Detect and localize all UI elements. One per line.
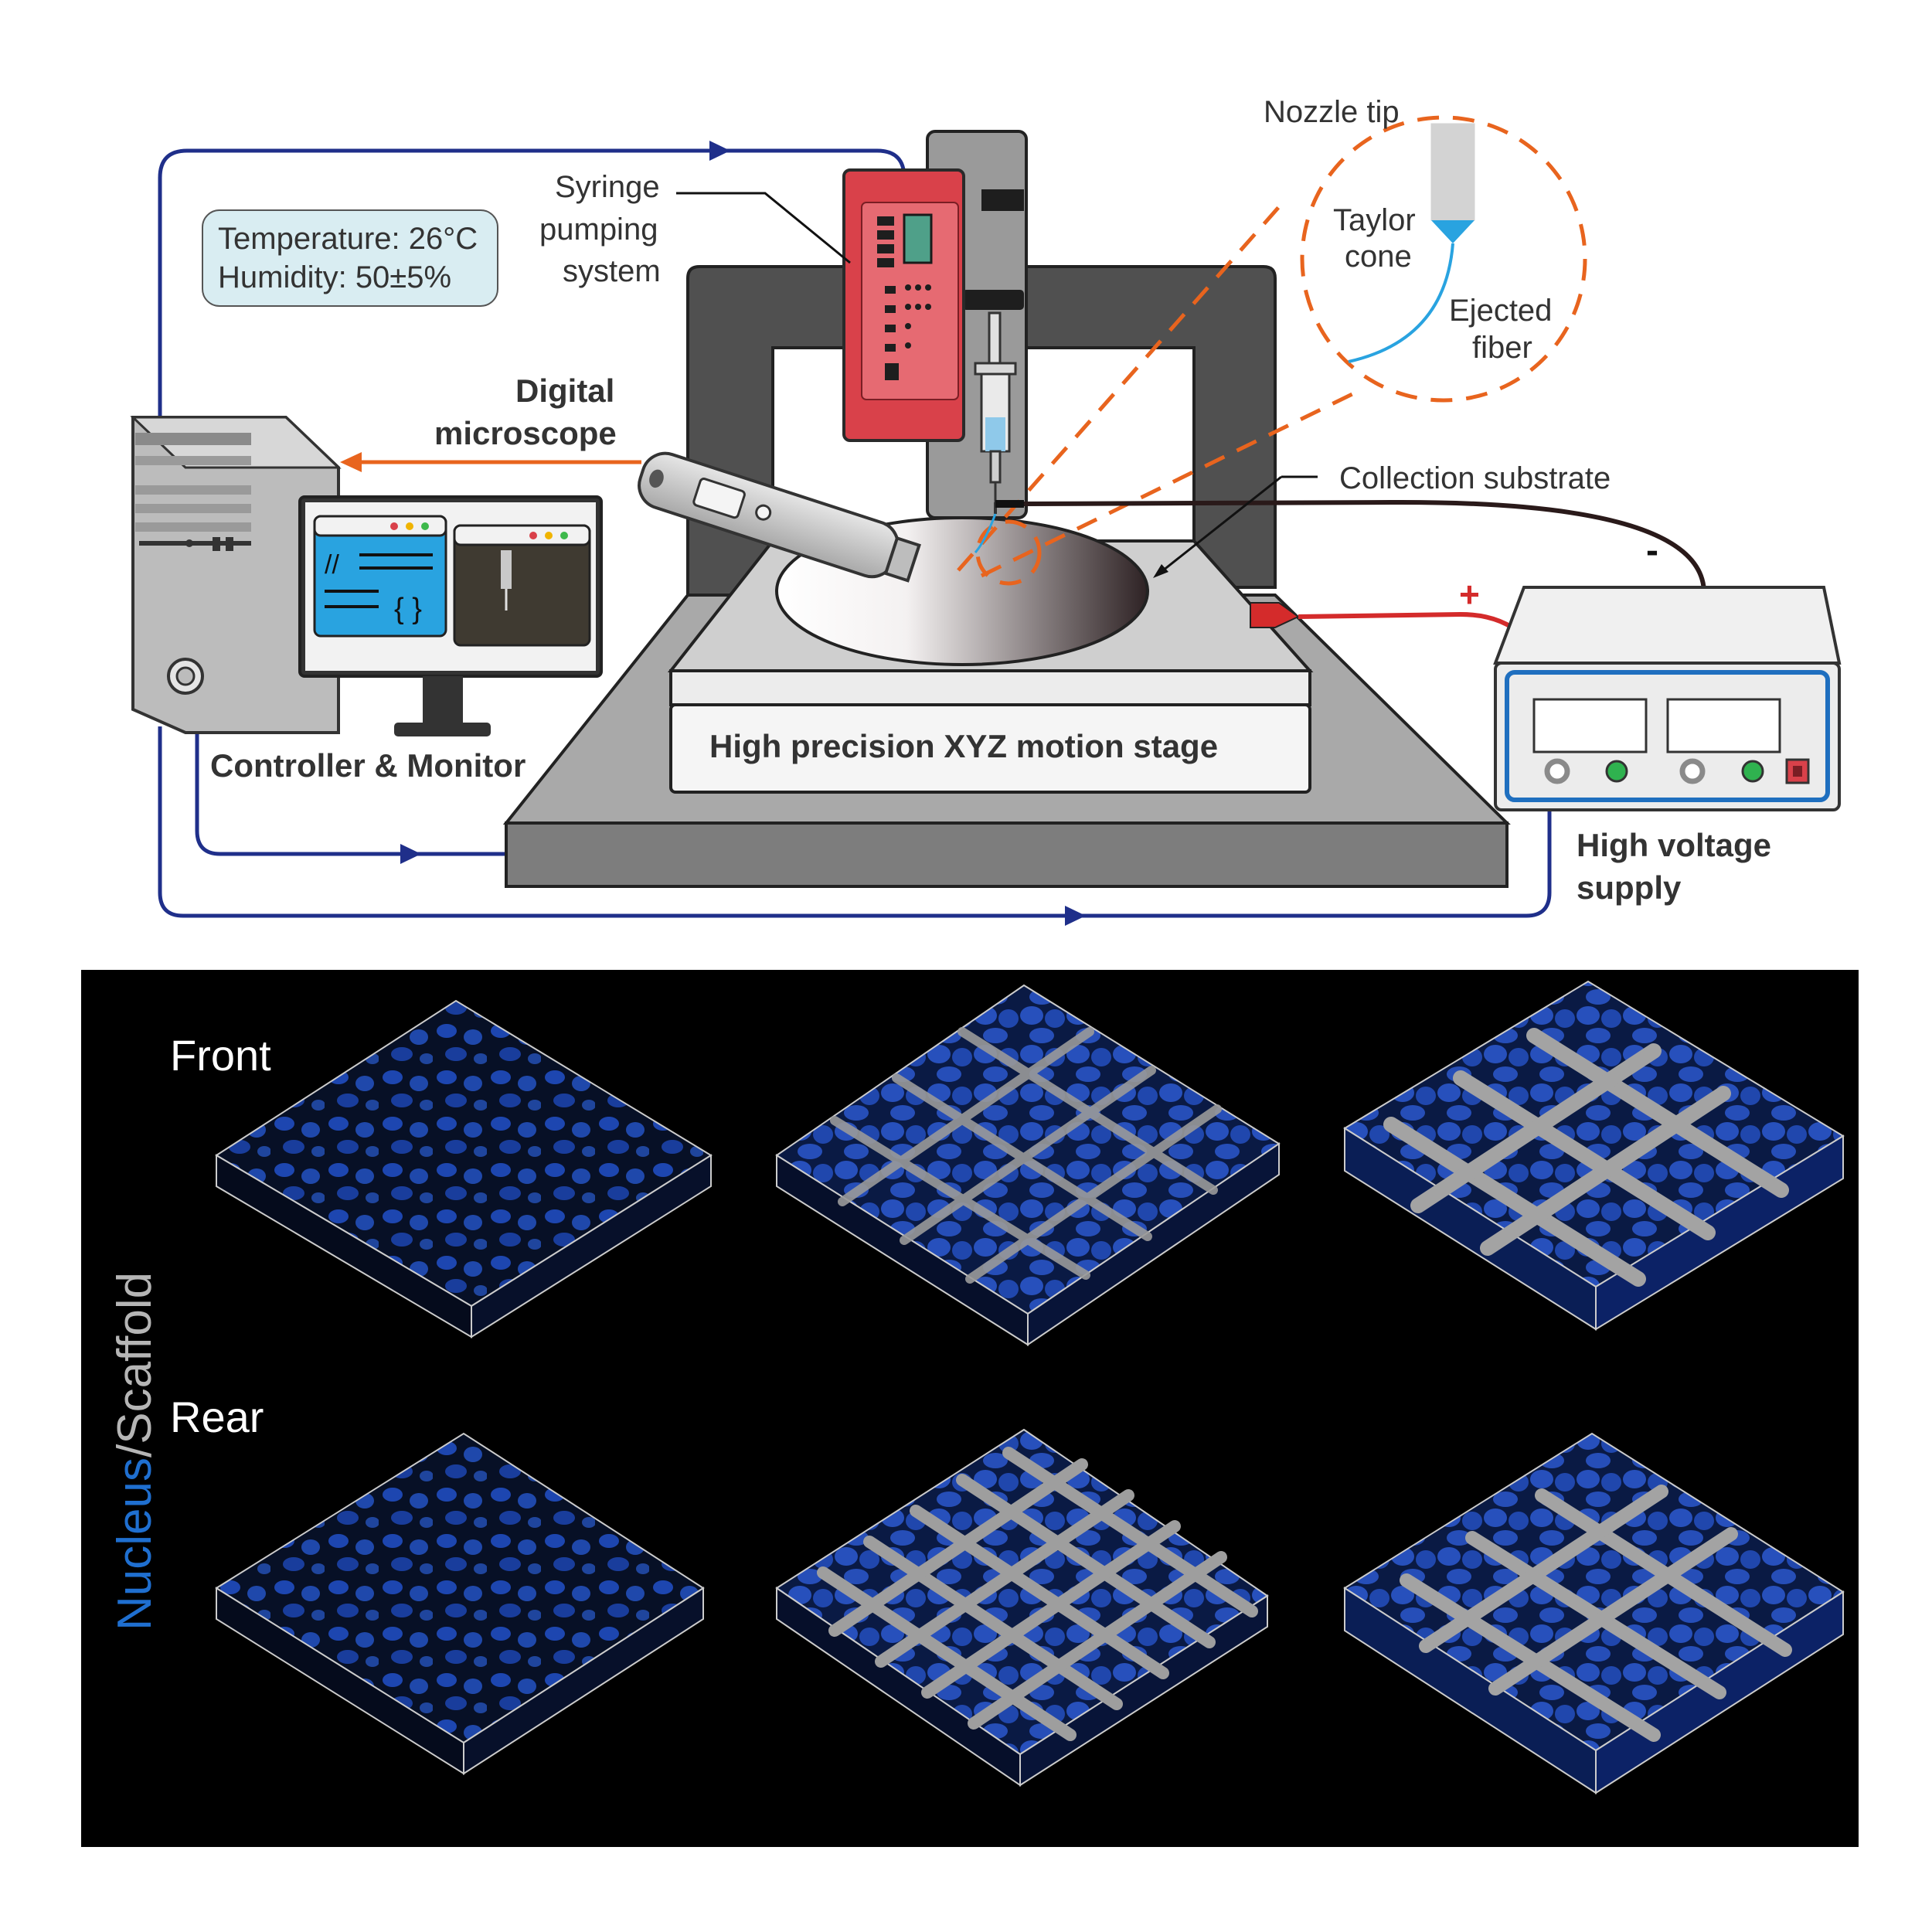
nozzle-tip-label: Nozzle tip [1264, 95, 1400, 129]
syringe-label: Syringe [555, 170, 660, 204]
positive-lead-wire [1298, 611, 1525, 638]
rear-sample-1 [215, 1432, 705, 1775]
stage-label: High precision XYZ motion stage [709, 728, 1218, 764]
front-sample-1 [215, 999, 713, 1338]
nozzle-tip-inset [1348, 123, 1475, 363]
taylor-cone-label: Taylor [1333, 203, 1416, 237]
syringe-label-2: pumping [539, 213, 658, 247]
environment-box [202, 209, 498, 307]
power-supply-icon [1493, 586, 1842, 811]
stain-legend: Nucleus/Scaffold [108, 1272, 162, 1631]
front-sample-3 [1343, 980, 1845, 1331]
rear-label: Rear [170, 1393, 264, 1441]
collection-substrate-leader [1153, 475, 1318, 578]
monitor-icon: // { } [298, 495, 603, 736]
ejected-fiber-label-2: fiber [1472, 331, 1532, 365]
microscope-signal-arrow [340, 452, 641, 472]
syringe [974, 311, 1017, 502]
nucleus-legend: Nucleus [108, 1458, 162, 1631]
syringe-label-3: system [563, 254, 661, 288]
minus-label: - [1646, 530, 1658, 571]
scaffold-legend: /Scaffold [108, 1272, 162, 1458]
negative-lead-wire [995, 499, 1706, 592]
positive-connector [1250, 602, 1300, 628]
taylor-cone-label-2: cone [1345, 240, 1412, 274]
front-label: Front [170, 1031, 271, 1080]
high-voltage-label-2: supply [1577, 869, 1682, 906]
microscope-label-2: microscope [434, 415, 617, 451]
syringe-leader [676, 192, 851, 264]
computer-tower-icon [130, 416, 342, 734]
ejected-fiber-label: Ejected [1449, 294, 1552, 328]
flow-arrowheads [400, 141, 1086, 926]
collection-substrate-label: Collection substrate [1339, 461, 1611, 495]
zoom-guide-lines [957, 115, 1587, 586]
front-sample-2 [775, 984, 1281, 1346]
syringe-pump-icon [842, 168, 965, 442]
microscope-label: Digital [515, 372, 614, 409]
rear-sample-3 [1343, 1432, 1845, 1794]
high-voltage-label: High voltage [1577, 827, 1771, 863]
schematic-labels: Nozzle tip Taylor cone Ejected fiber Syr… [210, 95, 1771, 906]
plus-label: + [1459, 574, 1480, 614]
temperature-label: Temperature: 26°C [218, 222, 478, 256]
microscope-icon [638, 451, 921, 583]
controller-label: Controller & Monitor [210, 747, 526, 784]
humidity-label: Humidity: 50±5% [218, 260, 451, 294]
code-braces: { } [394, 593, 422, 625]
rear-sample-2 [775, 1428, 1269, 1787]
code-slashes: // [325, 550, 339, 580]
